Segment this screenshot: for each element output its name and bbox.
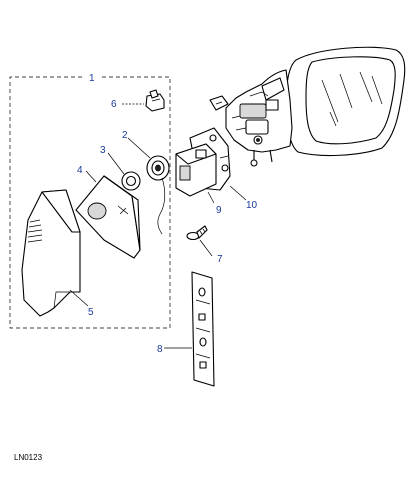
part-8-gasket [191, 271, 215, 387]
part-2-bulb-holder [146, 155, 170, 235]
part-7-screw [186, 225, 208, 241]
leader-lines [69, 103, 247, 349]
callout-1: 1 [89, 73, 95, 84]
door-mirror-assembly [209, 46, 406, 167]
part-4-lamp-body [75, 175, 141, 259]
part-3-seal-ring [121, 171, 141, 191]
callout-5: 5 [88, 307, 94, 318]
callout-10: 10 [246, 200, 258, 211]
callout-2: 2 [122, 130, 128, 141]
callout-7: 7 [217, 254, 223, 265]
callout-9: 9 [216, 205, 222, 216]
part-9-module [175, 127, 231, 197]
callout-labels: 1 2 3 4 5 6 7 8 9 10 [77, 73, 258, 355]
diagram-reference-code: LN0123 [14, 453, 43, 462]
callout-4: 4 [77, 165, 83, 176]
part-6-clip [145, 89, 165, 112]
assembly-boundary-group-1 [9, 76, 171, 329]
callout-3: 3 [100, 145, 106, 156]
part-5-lens [21, 189, 81, 317]
callout-8: 8 [157, 344, 163, 355]
callout-6: 6 [111, 99, 117, 110]
